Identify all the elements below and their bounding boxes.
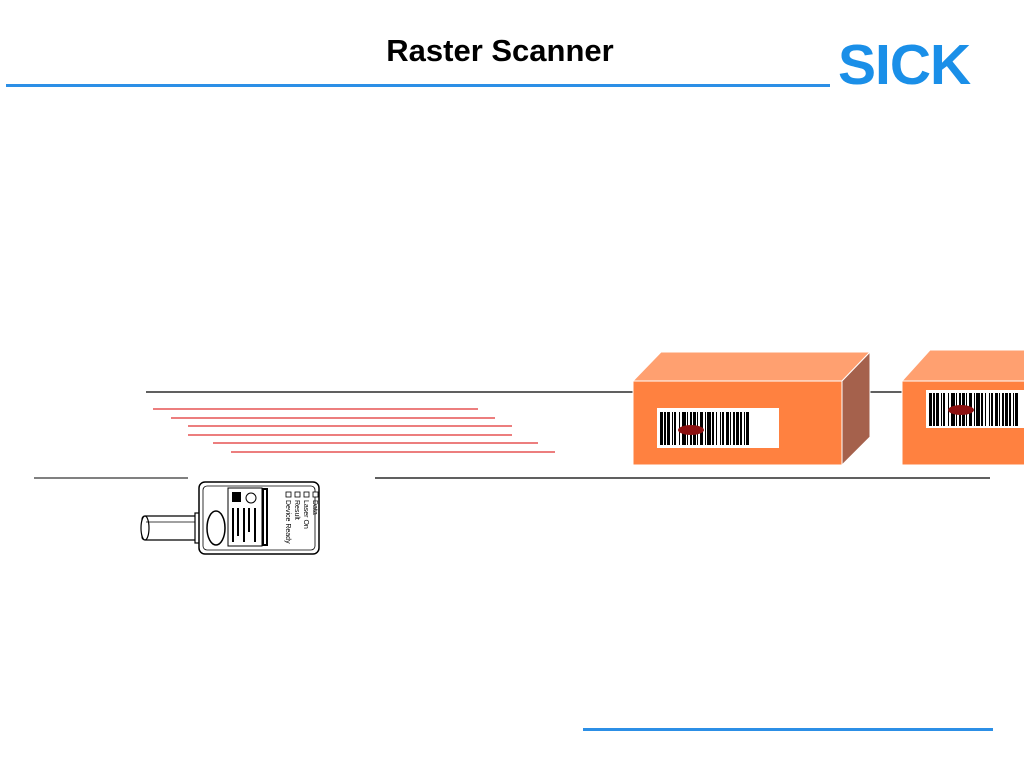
barcode-bar	[1009, 393, 1011, 426]
barcode-bar	[720, 412, 721, 445]
barcode-bar	[936, 393, 939, 426]
barcode-bar	[733, 412, 735, 445]
barcode-bar	[740, 412, 742, 445]
barcode-bar	[985, 393, 986, 426]
barcode-bar	[1015, 393, 1018, 426]
barcode-bar	[991, 393, 993, 426]
barcode-bar	[664, 412, 666, 445]
status-led	[303, 491, 310, 498]
barcode-bar	[989, 393, 990, 426]
barcode-bar	[672, 412, 673, 445]
barcode-bar	[981, 393, 983, 426]
laser-spot-icon	[678, 425, 704, 435]
status-led	[312, 491, 319, 498]
status-led	[294, 491, 301, 498]
barcode-bar	[707, 412, 711, 445]
barcode-bar	[1005, 393, 1008, 426]
barcode-bar	[716, 412, 717, 445]
barcode-bar	[1013, 393, 1014, 426]
barcode-bar	[667, 412, 670, 445]
barcode-bar	[943, 393, 945, 426]
package-box-1	[631, 350, 872, 467]
footer-rule	[583, 728, 993, 731]
title-underline	[6, 84, 830, 87]
barcode-bar	[976, 393, 980, 426]
status-led-label: Laser On	[302, 500, 309, 529]
barcode-bar	[730, 412, 731, 445]
raster-scan-lines	[153, 408, 555, 453]
barcode-bar	[744, 412, 745, 445]
slide-title: Raster Scanner	[386, 33, 614, 68]
barcode-bar	[722, 412, 724, 445]
status-led-label: Data	[311, 500, 318, 515]
status-led-label: Device Ready	[284, 500, 291, 544]
barcode-icon	[657, 408, 779, 448]
box-top	[631, 351, 872, 382]
barcode-bar	[933, 393, 935, 426]
barcode-bar	[1002, 393, 1004, 426]
barcode-bar	[660, 412, 663, 445]
barcode-bar	[674, 412, 676, 445]
barcode-bar	[995, 393, 998, 426]
barcode-bar	[999, 393, 1000, 426]
package-box-2	[900, 349, 1024, 466]
status-led	[285, 491, 292, 498]
box-top	[900, 349, 1024, 382]
sick-logo-icon: SICK	[838, 33, 971, 97]
barcode-bar	[705, 412, 706, 445]
barcode-bar	[746, 412, 749, 445]
barcode-bar	[929, 393, 932, 426]
laser-spot-icon	[948, 405, 974, 415]
barcode-bar	[712, 412, 714, 445]
barcode-bar	[726, 412, 729, 445]
barcode-bar	[974, 393, 975, 426]
barcode-bar	[941, 393, 942, 426]
status-led-label: Result	[293, 500, 300, 520]
barcode-bar	[736, 412, 739, 445]
